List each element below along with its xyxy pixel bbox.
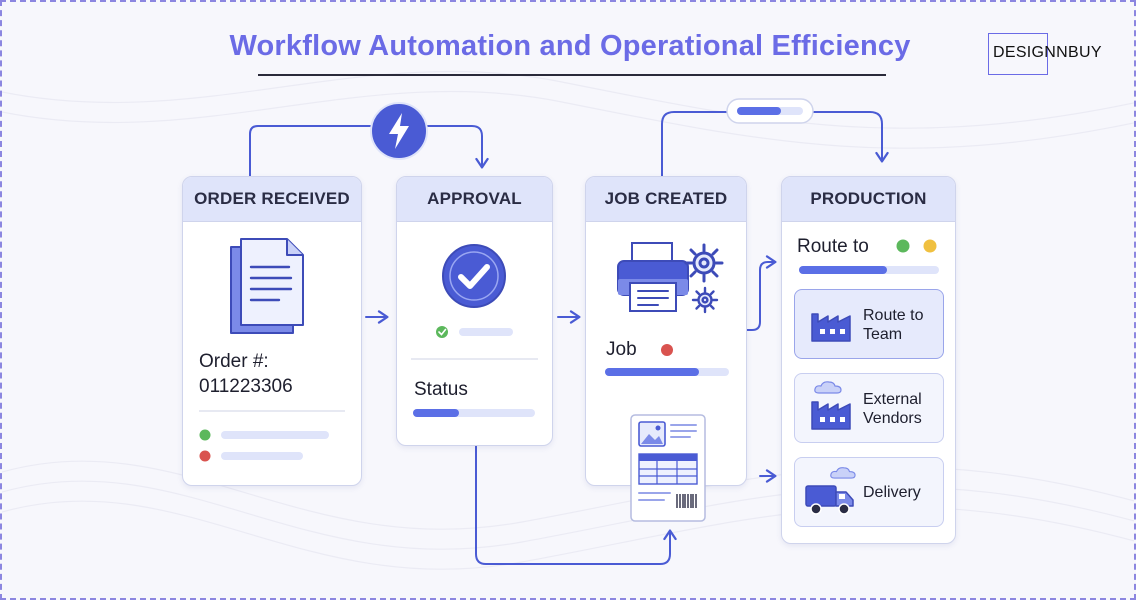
option-route-to-team[interactable]: Route to Team [794,289,944,359]
background-wave-lines [2,70,1134,570]
document-icon [230,238,304,334]
order-number-value: 011223306 [199,376,293,397]
route-status-indicators [799,239,939,274]
printer-icon [617,242,689,312]
job-label: Job [606,339,637,360]
stage-heading: JOB CREATED [586,177,746,222]
stage-heading: APPROVAL [397,177,552,222]
order-number-label: Order #: [199,351,269,372]
stage-heading: ORDER RECEIVED [183,177,361,222]
brand-logo-box [988,33,1048,75]
loop-connector-order-approval [249,125,489,177]
job-progress-indicators [605,344,729,376]
lightning-bolt-icon [370,102,428,160]
page-title: Workflow Automation and Operational Effi… [229,30,911,62]
option-label-line1: Delivery [863,484,921,501]
delivery-truck-icon [805,485,854,515]
check-circle-icon [442,244,506,308]
option-label-line1: External [863,391,922,408]
option-external-vendors[interactable]: External Vendors [794,373,944,443]
route-to-label: Route to [797,236,869,257]
stage-card-order-received: ORDER RECEIVED Order #: 011223306 [182,176,362,486]
connector-job-to-production [745,255,777,331]
order-status-indicators [199,410,345,462]
option-label-line2: Vendors [863,410,922,427]
factory-icon [811,313,851,342]
gear-icon [691,286,719,314]
factory-icon [811,401,851,430]
option-label-line2: Team [863,326,903,343]
stage-card-production: PRODUCTION Route to Route to Team [781,176,956,544]
job-ticket-icon [630,414,706,522]
status-label: Status [414,379,468,400]
stage-card-approval: APPROVAL Status [396,176,553,446]
cloud-icon [814,381,842,394]
progress-pill [726,98,814,124]
brand-logo-text: DESIGNNBUY [993,44,1102,61]
title-underline [258,74,886,76]
loop-connector-job-to-production [661,111,889,177]
cloud-icon [830,467,856,479]
option-label-line1: Route to [863,307,924,324]
option-delivery[interactable]: Delivery [794,457,944,527]
gear-icon [684,243,724,283]
approval-progress-indicators [411,326,538,417]
stage-heading: PRODUCTION [782,177,955,222]
